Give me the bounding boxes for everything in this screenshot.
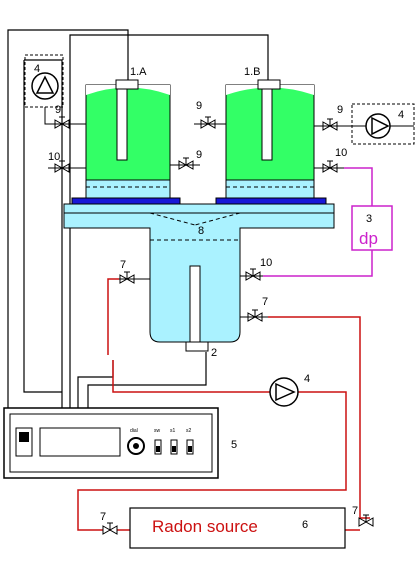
valve-right-bottom: 7	[352, 505, 358, 517]
valve-icon	[200, 116, 216, 129]
pump-left-label: 4	[34, 63, 40, 75]
dp-sensor-box	[351, 205, 393, 251]
valves: 9 10 9 9 9 10 10 7 7	[45, 100, 347, 322]
sensor-label: 2	[211, 347, 217, 359]
radon-source-number: 6	[302, 519, 308, 531]
pump-bottom-label: 4	[304, 373, 310, 385]
radon-source: Radon source 6 7 7	[100, 505, 374, 549]
membranes	[63, 197, 335, 214]
black-pipes	[7, 29, 269, 408]
valve-9-c: 9	[196, 100, 202, 112]
valve-9-a: 9	[55, 104, 61, 116]
valve-icon	[178, 157, 194, 170]
dp-number-label: 3	[366, 213, 372, 225]
valve-chamber-right: 7	[262, 296, 268, 308]
valve-left-bottom: 7	[100, 511, 106, 523]
valve-icon	[322, 160, 338, 173]
valve-icon	[358, 514, 374, 527]
switch-2-label: s1	[170, 428, 176, 434]
valve-10-a: 10	[48, 151, 60, 163]
junction-label: 8	[198, 225, 204, 237]
controller-display	[39, 427, 121, 457]
valve-chamber-left: 7	[120, 259, 126, 271]
column-b-label: 1.B	[244, 66, 261, 78]
controller-unit: dial sw s1 s2 5	[3, 407, 237, 479]
column-a: 1.A	[85, 66, 171, 199]
dp-text-label: dp	[359, 229, 378, 248]
controller-label: 5	[231, 439, 237, 451]
valve-10-b: 10	[335, 147, 347, 159]
valve-10-c: 10	[260, 257, 272, 269]
valve-9-b: 9	[196, 149, 202, 161]
valve-icon	[119, 271, 135, 284]
knob-label: dial	[130, 428, 138, 434]
switch-3-label: s2	[186, 428, 192, 434]
valve-icon	[102, 522, 118, 535]
red-flow-loop	[77, 278, 370, 531]
valve-icon	[322, 118, 338, 131]
valve-icon	[247, 309, 263, 322]
bottom-pump: 4	[269, 373, 310, 407]
valve-9-d: 9	[337, 104, 343, 116]
switch-1-label: sw	[154, 428, 161, 434]
pump-right-label: 4	[398, 109, 404, 121]
valve-icon	[245, 268, 261, 281]
dp-lines: 3 dp	[263, 167, 393, 277]
right-pump-box: 4	[344, 103, 415, 145]
radon-source-text: Radon source	[152, 517, 258, 536]
column-b: 1.B	[225, 66, 315, 199]
column-a-label: 1.A	[130, 66, 147, 78]
lower-chamber: 8 2	[63, 212, 335, 359]
